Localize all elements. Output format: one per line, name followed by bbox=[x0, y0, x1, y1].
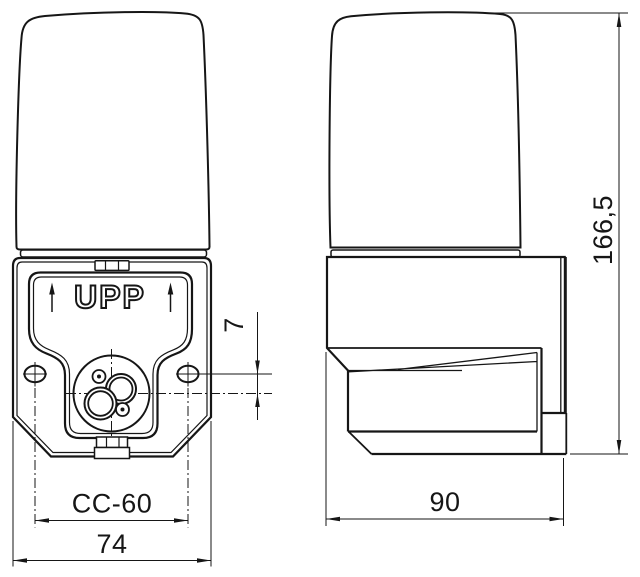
dim-arrow-icon bbox=[174, 518, 188, 523]
screw-hole-upper bbox=[91, 369, 107, 384]
side-base-outline bbox=[325, 255, 568, 456]
dim-height-label: 166,5 bbox=[588, 195, 618, 265]
dim-depth: 90 bbox=[325, 352, 564, 526]
wall-plate-lines bbox=[560, 257, 567, 413]
lid-inner-outline bbox=[32, 276, 189, 435]
dim-74-lines bbox=[12, 421, 212, 567]
dim-offset-label: 7 bbox=[219, 317, 249, 333]
dim-overall-height: 166,5 bbox=[470, 12, 628, 455]
side-base-detail-lines bbox=[347, 351, 538, 432]
up-arrow-icon-left bbox=[49, 282, 55, 312]
screw-hole-lower bbox=[115, 402, 130, 417]
dim-height-lines bbox=[470, 12, 628, 455]
dim-arrow-icon bbox=[616, 13, 622, 27]
mounting-hole-left bbox=[23, 362, 47, 387]
dim-arrow-icon bbox=[13, 558, 27, 563]
dim-overall-width: 74 bbox=[12, 421, 212, 567]
dim-arrow-icon bbox=[35, 518, 49, 523]
dim-arrow-icon bbox=[255, 360, 260, 374]
front-cover-outline bbox=[15, 11, 211, 251]
dim-cc-centerlines bbox=[34, 388, 189, 528]
front-view: UPP bbox=[11, 11, 272, 567]
dim-arrow-icon bbox=[197, 558, 211, 563]
cable-entry-area bbox=[66, 349, 272, 436]
dim-width-label: 74 bbox=[96, 529, 127, 559]
up-arrow-icon-right bbox=[167, 282, 174, 312]
dim-depth-label: 90 bbox=[429, 487, 460, 517]
dim-90-lines bbox=[325, 352, 564, 526]
cable-entry-hole-lower bbox=[83, 386, 118, 421]
dim-center-distance: CC-60 bbox=[34, 388, 189, 528]
dim-hole-offset: 7 bbox=[219, 312, 260, 420]
upp-label: UPP bbox=[74, 279, 146, 315]
front-cover-collar bbox=[19, 249, 208, 258]
dim-arrow-icon bbox=[326, 516, 340, 522]
hinge-tab bbox=[93, 436, 131, 460]
side-cover-outline bbox=[328, 11, 522, 249]
top-latch-tab bbox=[94, 260, 130, 272]
side-view: 90 166,5 bbox=[325, 11, 628, 526]
dim-arrow-icon bbox=[255, 393, 260, 407]
mounting-hole-right bbox=[176, 362, 272, 387]
backplate-inner-outline bbox=[16, 261, 208, 454]
dim-cc-label: CC-60 bbox=[72, 489, 153, 519]
dim-arrow-icon bbox=[549, 516, 564, 522]
dim-arrow-icon bbox=[616, 440, 622, 454]
